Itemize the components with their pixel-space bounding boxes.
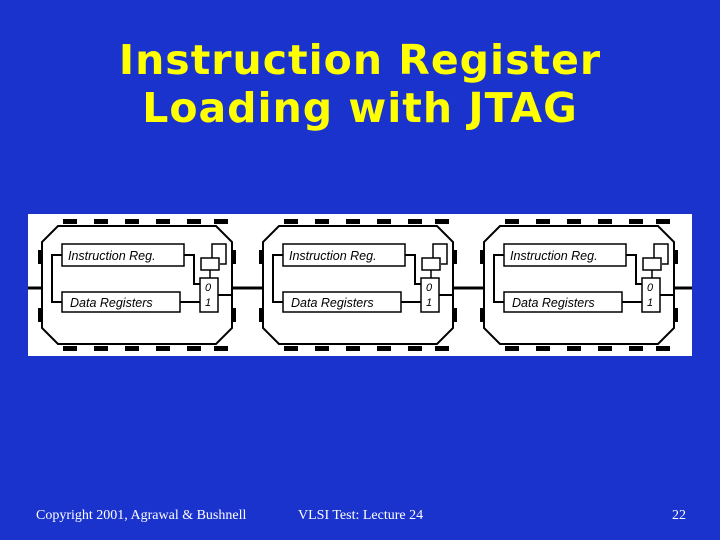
mux-input-1-label: 1 <box>205 297 211 309</box>
mux-input-0-label: 0 <box>647 282 654 294</box>
chip-pin <box>567 219 581 224</box>
footer-course: VLSI Test: Lecture 24 <box>298 508 424 523</box>
instruction-register-label: Instruction Reg. <box>68 249 156 263</box>
chip-pin <box>629 219 643 224</box>
chip-pin <box>284 219 298 224</box>
mux-input-1-label: 1 <box>647 297 653 309</box>
wire-control-loop <box>432 243 448 265</box>
chip-pin <box>315 219 329 224</box>
diagram-canvas: Instruction Reg.Data Registers01Instruct… <box>28 219 692 351</box>
slide-title: Instruction Register Loading with JTAG <box>0 36 720 132</box>
chip-pin <box>214 219 228 224</box>
data-registers-label: Data Registers <box>512 296 595 310</box>
chip-pin <box>598 219 612 224</box>
chip-pin <box>435 346 449 351</box>
chip-pin <box>63 219 77 224</box>
chip-pin <box>536 219 550 224</box>
data-registers-label: Data Registers <box>70 296 153 310</box>
wire-to-data-reg <box>493 288 504 303</box>
instruction-register-label: Instruction Reg. <box>289 249 377 263</box>
chip-pin <box>214 346 228 351</box>
wire-control-loop <box>211 243 227 265</box>
chip-pin <box>284 346 298 351</box>
title-line-1: Instruction Register <box>118 36 602 84</box>
control-box <box>642 257 662 271</box>
wire-ir-to-mux <box>184 254 200 285</box>
chip-pin <box>231 250 236 264</box>
chip-pin <box>187 346 201 351</box>
mux-input-0-label: 0 <box>205 282 212 294</box>
wire-to-instruction-reg <box>272 254 283 288</box>
chip-1: Instruction Reg. Data Registers 0 1 <box>38 219 236 351</box>
wire-to-data-reg <box>272 288 283 303</box>
chip-pin <box>156 346 170 351</box>
chip-pin <box>567 346 581 351</box>
chip-pin <box>38 308 43 322</box>
chip-pin <box>231 308 236 322</box>
wire-to-instruction-reg <box>493 254 504 288</box>
chip-pin <box>408 346 422 351</box>
data-registers-label: Data Registers <box>291 296 374 310</box>
chip-pin <box>598 346 612 351</box>
chip-3: Instruction Reg. Data Registers 0 1 <box>480 219 678 351</box>
chip-pin <box>377 219 391 224</box>
chip-pin <box>259 250 264 264</box>
mux-input-0-label: 0 <box>426 282 433 294</box>
wire-ir-to-mux <box>405 254 421 285</box>
chip-pin <box>629 346 643 351</box>
control-box <box>421 257 441 271</box>
chip-pin <box>452 308 457 322</box>
footer-copyright: Copyright 2001, Agrawal & Bushnell <box>36 508 247 523</box>
chip-pin <box>452 250 457 264</box>
chip-pin <box>156 219 170 224</box>
title-line-2: Loading with JTAG <box>142 84 578 132</box>
chip-pin <box>408 219 422 224</box>
chip-pin <box>187 219 201 224</box>
chip-pin <box>94 346 108 351</box>
chip-pin <box>125 219 139 224</box>
chip-pin <box>656 346 670 351</box>
wire-to-instruction-reg <box>51 254 62 288</box>
chip-pin <box>94 219 108 224</box>
chip-pin <box>480 308 485 322</box>
chip-pin <box>377 346 391 351</box>
footer-page-number: 22 <box>672 508 686 523</box>
chip-pin <box>505 219 519 224</box>
chip-pin <box>315 346 329 351</box>
chip-pin <box>125 346 139 351</box>
chip-pin <box>505 346 519 351</box>
chip-pin <box>38 250 43 264</box>
chip-pin <box>673 250 678 264</box>
chip-pin <box>656 219 670 224</box>
wire-control-loop <box>653 243 669 265</box>
wire-ir-to-mux <box>626 254 642 285</box>
chip-pin <box>673 308 678 322</box>
chip-2: Instruction Reg. Data Registers 0 1 <box>259 219 457 351</box>
control-box <box>200 257 220 271</box>
instruction-register-label: Instruction Reg. <box>510 249 598 263</box>
chip-pin <box>346 219 360 224</box>
chip-pin <box>259 308 264 322</box>
chip-pin <box>480 250 485 264</box>
chip-pin <box>435 219 449 224</box>
chip-pin <box>346 346 360 351</box>
mux-input-1-label: 1 <box>426 297 432 309</box>
wire-to-data-reg <box>51 288 62 303</box>
chip-pin <box>63 346 77 351</box>
chip-pin <box>536 346 550 351</box>
